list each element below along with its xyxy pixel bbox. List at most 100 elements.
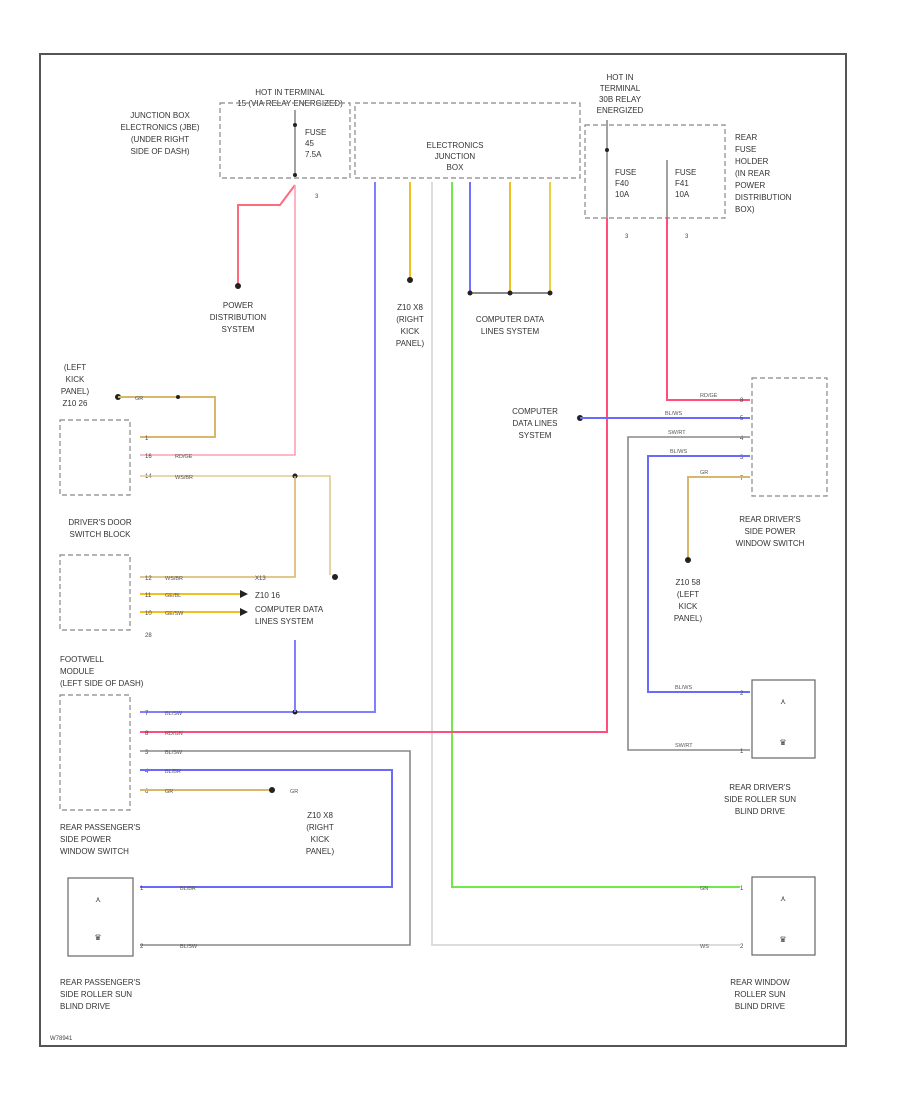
svg-text:♛: ♛ — [779, 738, 786, 747]
wire-gray-rd — [627, 436, 750, 751]
left-kick-panel-label: (LEFT KICK PANEL) Z10 26 — [61, 363, 90, 408]
wire-label-gr-pw: GR — [165, 789, 173, 795]
data-bus-terminal-3 — [547, 290, 553, 296]
svg-text:WINDOW SWITCH: WINDOW SWITCH — [60, 847, 129, 856]
drivers-door-switch-block — [59, 419, 131, 496]
rear-driver-sunblind-label: REAR DRIVER'S SIDE ROLLER SUN BLIND DRIV… — [724, 783, 796, 816]
wire-tan-rd — [687, 476, 750, 560]
wire-blue-footwell — [140, 182, 376, 713]
svg-text:(UNDER RIGHT: (UNDER RIGHT — [131, 135, 189, 144]
z10-right-kick-bottom-label: Z10 X8 (RIGHT KICK PANEL) — [306, 811, 335, 856]
wire-tan-dd — [140, 475, 331, 575]
svg-text:SIDE OF DASH): SIDE OF DASH) — [130, 147, 189, 156]
diagram-frame — [39, 53, 847, 1047]
wire-pink-f41 — [666, 218, 750, 401]
svg-text:JUNCTION: JUNCTION — [435, 152, 476, 161]
pin-ps-1: 1 — [140, 886, 144, 892]
svg-text:ELECTRONICS: ELECTRONICS — [427, 141, 484, 150]
svg-text:MODULE: MODULE — [60, 667, 94, 676]
pin-pw-3: 3 — [145, 750, 149, 756]
wire-label-bl-ws-sb: BL/WS — [675, 685, 692, 691]
z10-16-label: Z10 16 — [255, 591, 280, 600]
wire-tan-left-kick — [118, 396, 216, 438]
rear-window-sunblind-box — [751, 876, 816, 956]
svg-text:(LEFT SIDE OF DASH): (LEFT SIDE OF DASH) — [60, 679, 144, 688]
svg-text:7.5A: 7.5A — [305, 150, 322, 159]
pin-fm-4: 28 — [145, 633, 152, 639]
pin-sb-1: 2 — [740, 691, 744, 697]
svg-text:BOX): BOX) — [735, 205, 755, 214]
data-bus-terminal-1 — [467, 290, 473, 296]
hot-relay-label-left: 15 (VIA RELAY ENERGIZED) — [237, 99, 343, 108]
rear-fuse-holder-label: REAR FUSE HOLDER (IN REAR POWER DISTRIBU… — [735, 133, 792, 214]
dd-terminal — [332, 574, 338, 580]
svg-text:REAR PASSENGER'S: REAR PASSENGER'S — [60, 823, 141, 832]
pin-sb-2: 1 — [740, 749, 744, 755]
wire-label-bl-sw-ps: BL/SW — [180, 944, 198, 950]
pin-pw-2: 8 — [145, 731, 149, 737]
svg-text:FOOTWELL: FOOTWELL — [60, 655, 105, 664]
svg-text:Z10 58: Z10 58 — [676, 578, 701, 587]
wire-label-ws: WS — [700, 944, 709, 950]
svg-text:DISTRIBUTION: DISTRIBUTION — [735, 193, 792, 202]
svg-text:REAR PASSENGER'S: REAR PASSENGER'S — [60, 978, 141, 987]
wire-green-rear-window — [451, 182, 740, 888]
pin-rd-1: 8 — [740, 398, 744, 404]
svg-text:FUSE: FUSE — [305, 128, 326, 137]
wire-label-bl-sw-pw: BL/SW — [165, 750, 183, 756]
rear-driver-window-switch-label: REAR DRIVER'S SIDE POWER WINDOW SWITCH — [736, 515, 805, 548]
wire-label-sw-rt-sb: SW/RT — [675, 743, 693, 749]
svg-text:(RIGHT: (RIGHT — [396, 315, 424, 324]
pin-dd-1: 1 — [145, 436, 149, 442]
svg-text:45: 45 — [305, 139, 314, 148]
wire-red-power-dist — [237, 184, 296, 285]
svg-text:SIDE ROLLER SUN: SIDE ROLLER SUN — [724, 795, 796, 804]
wire-label-ws-br: WS/BR — [175, 475, 193, 481]
wire-label-gr-pw-2: GR — [290, 789, 298, 795]
hot-label-left: HOT IN TERMINAL — [255, 88, 325, 97]
svg-text:COMPUTER: COMPUTER — [512, 407, 558, 416]
wire-label-bl-sw-footwell: BL/SW — [165, 711, 183, 717]
motor-icon-right-2: ⋏ ♛ — [779, 894, 786, 944]
svg-text:DISTRIBUTION: DISTRIBUTION — [210, 313, 267, 322]
wire-label-bl-ws: BL/WS — [665, 411, 682, 417]
wire-label-bl-ws2: BL/WS — [670, 449, 687, 455]
drivers-door-switch-label: DRIVER'S DOOR SWITCH BLOCK — [68, 518, 132, 539]
power-dist-label: POWER DISTRIBUTION SYSTEM — [210, 301, 267, 334]
svg-text:Z10 26: Z10 26 — [63, 399, 88, 408]
pin-ps-2: 2 — [140, 944, 144, 950]
pin-r1: 3 — [625, 234, 629, 240]
fuse-45: FUSE 45 7.5A — [293, 110, 326, 177]
svg-text:(IN REAR: (IN REAR — [735, 169, 770, 178]
svg-text:KICK: KICK — [401, 327, 420, 336]
pin-fuse-left: 3 — [315, 194, 319, 200]
svg-text:SYSTEM: SYSTEM — [519, 431, 552, 440]
rear-passenger-sunblind-label: REAR PASSENGER'S SIDE ROLLER SUN BLIND D… — [60, 978, 141, 1011]
pin-fm-2: 11 — [145, 593, 152, 599]
wire-white-rear-window — [431, 182, 740, 946]
svg-text:SIDE ROLLER SUN: SIDE ROLLER SUN — [60, 990, 132, 999]
hot-right-line-1: TERMINAL — [600, 84, 641, 93]
svg-text:SYSTEM: SYSTEM — [222, 325, 255, 334]
jbe-box — [219, 102, 351, 179]
svg-text:LINES SYSTEM: LINES SYSTEM — [481, 327, 540, 336]
rd-z10-terminal — [685, 557, 691, 563]
svg-text:PANEL): PANEL) — [61, 387, 90, 396]
footwell-module-label: FOOTWELL MODULE (LEFT SIDE OF DASH) — [60, 655, 144, 688]
svg-text:DATA LINES: DATA LINES — [512, 419, 557, 428]
computer-data-lines-right-label: COMPUTER DATA LINES SYSTEM — [512, 407, 558, 440]
wire-label-gn: GN — [700, 886, 708, 892]
wire-label-bl-br: BL/BR — [165, 769, 181, 775]
z10-left-kick-right-label: Z10 58 (LEFT KICK PANEL) — [674, 578, 703, 623]
svg-text:(LEFT: (LEFT — [64, 363, 86, 372]
pin-fm-x13: X13 — [255, 576, 266, 582]
svg-text:BLIND DRIVE: BLIND DRIVE — [60, 1002, 110, 1011]
arrow-data-1 — [240, 590, 248, 598]
pin-pw-5: 6 — [145, 789, 149, 795]
footwell-upper-box — [59, 554, 131, 631]
svg-text:PANEL): PANEL) — [674, 614, 703, 623]
svg-text:COMPUTER DATA: COMPUTER DATA — [255, 605, 324, 614]
arrow-data-2 — [240, 608, 248, 616]
power-dist-terminal — [235, 283, 241, 289]
